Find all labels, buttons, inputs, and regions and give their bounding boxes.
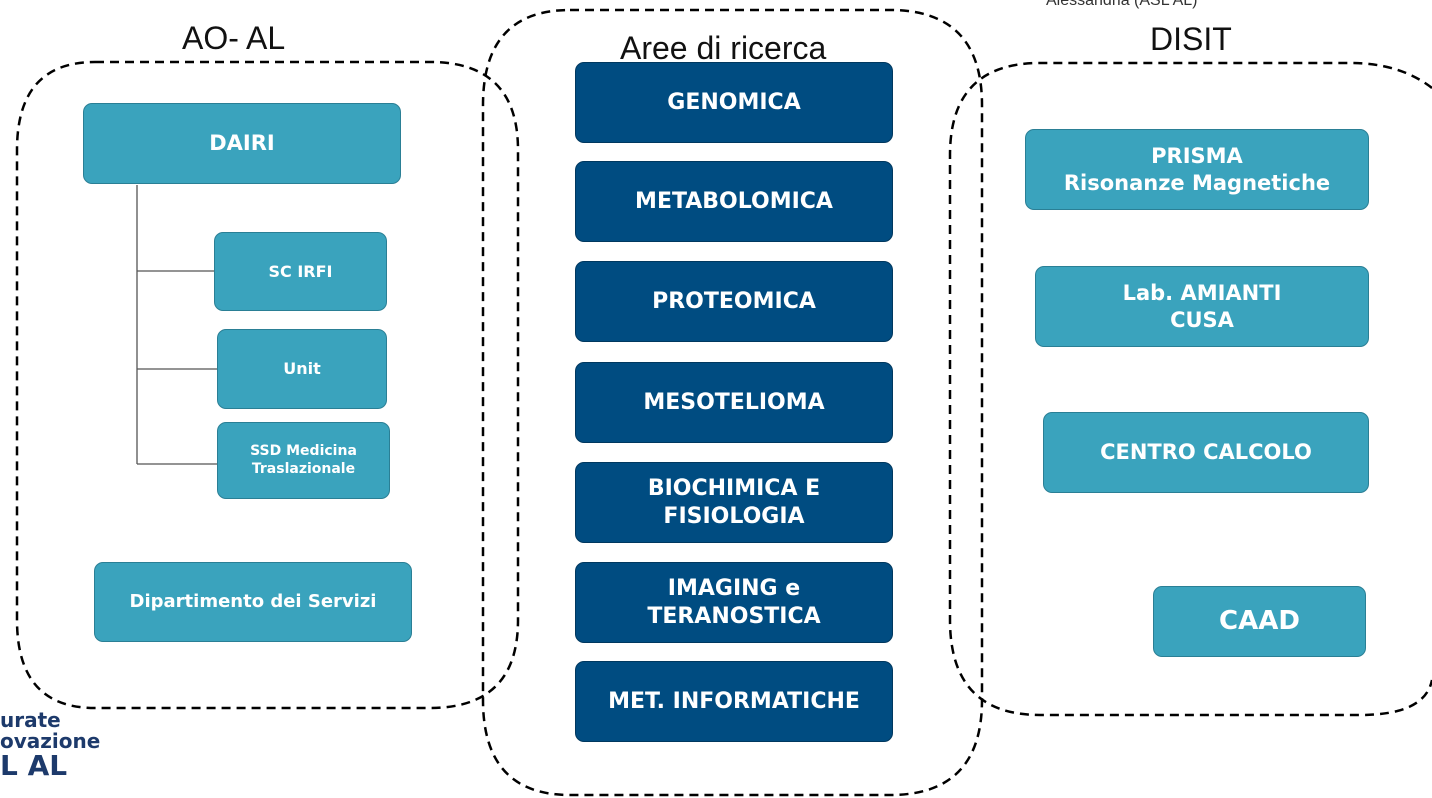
logo-text-line-1: urate — [0, 708, 61, 732]
ao-al-title: AO- AL — [182, 20, 286, 56]
ao-al-group-frame — [15, 60, 520, 710]
aree-di-ricerca-group-frame — [481, 8, 984, 797]
sc-irfi-box[interactable]: SC IRFI — [214, 232, 387, 311]
dairi-connector-lines — [136, 185, 217, 465]
unit-box[interactable]: Unit — [217, 329, 387, 409]
area-proteomica-box[interactable]: PROTEOMICA — [575, 261, 893, 342]
prisma-box[interactable]: PRISMA Risonanze Magnetiche — [1025, 129, 1369, 210]
top-note: Alessandria (ASL AL) — [1046, 0, 1198, 9]
area-imaging-teranostica-box[interactable]: IMAGING e TERANOSTICA — [575, 562, 893, 643]
dipartimento-dei-servizi-box[interactable]: Dipartimento dei Servizi — [94, 562, 412, 642]
area-mesotelioma-box[interactable]: MESOTELIOMA — [575, 362, 893, 443]
logo-text-line-2: ovazione — [0, 729, 101, 753]
area-met-informatiche-box[interactable]: MET. INFORMATICHE — [575, 661, 893, 742]
lab-amianti-cusa-box[interactable]: Lab. AMIANTI CUSA — [1035, 266, 1369, 347]
area-biochimica-fisiologia-box[interactable]: BIOCHIMICA E FISIOLOGIA — [575, 462, 893, 543]
ssd-medicina-traslazionale-box[interactable]: SSD Medicina Traslazionale — [217, 422, 390, 499]
disit-title: DISIT — [1150, 21, 1232, 57]
area-metabolomica-box[interactable]: METABOLOMICA — [575, 161, 893, 242]
caad-box[interactable]: CAAD — [1153, 586, 1366, 657]
dairi-box[interactable]: DAIRI — [83, 103, 401, 184]
aree-di-ricerca-title: Aree di ricerca — [620, 30, 827, 66]
area-genomica-box[interactable]: GENOMICA — [575, 62, 893, 143]
centro-calcolo-box[interactable]: CENTRO CALCOLO — [1043, 412, 1369, 493]
logo-text-line-3: L AL — [0, 749, 68, 782]
